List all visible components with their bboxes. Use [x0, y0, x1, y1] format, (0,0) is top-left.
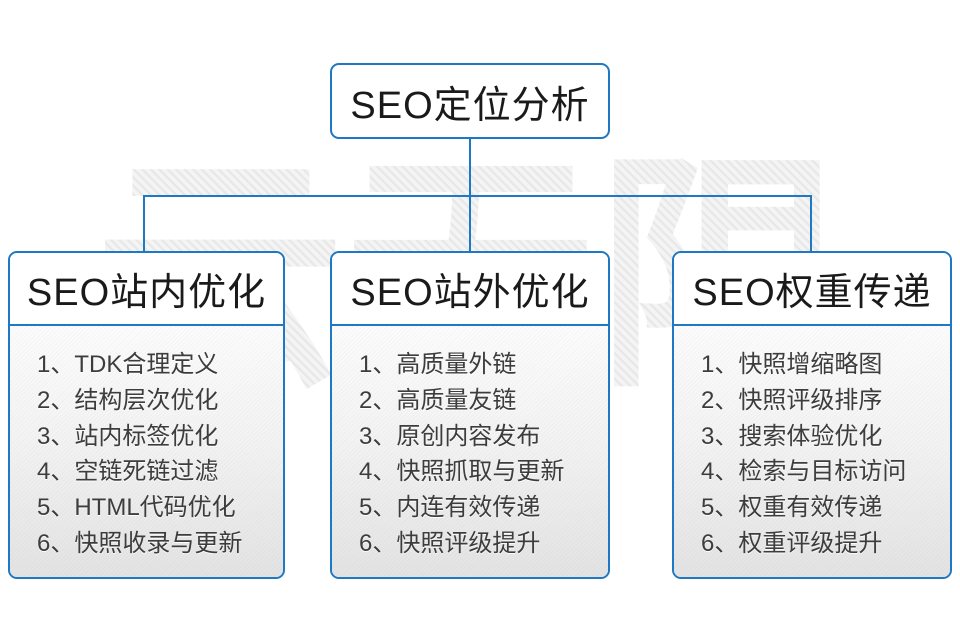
list-item: 6、快照收录与更新: [37, 529, 243, 557]
connector-horizontal-bar: [144, 195, 812, 197]
column-weight-title: SEO权重传递: [692, 272, 932, 314]
connector-drop-right: [810, 195, 812, 251]
column-offsite-list: 1、高质量外链 2、高质量友链 3、原创内容发布 4、快照抓取与更新 5、内连有…: [332, 326, 608, 577]
list-item: 4、快照抓取与更新: [359, 458, 565, 486]
list-item: 1、高质量外链: [359, 351, 517, 378]
connector-drop-middle: [469, 195, 471, 251]
column-weight-transfer: SEO权重传递 1、快照增缩略图 2、快照评级排序 3、搜索体验优化 4、检索与…: [672, 251, 952, 579]
list-item: 1、TDK合理定义: [37, 351, 219, 378]
list-item: 5、权重有效传递: [701, 494, 883, 522]
list-item: 5、内连有效传递: [359, 494, 541, 522]
list-item: 6、快照评级提升: [359, 529, 541, 557]
connector-root-stem: [469, 139, 471, 196]
connector-drop-left: [143, 195, 145, 251]
column-weight-header: SEO权重传递: [674, 253, 950, 326]
column-weight-list: 1、快照增缩略图 2、快照评级排序 3、搜索体验优化 4、检索与目标访问 5、权…: [674, 326, 950, 577]
column-onsite-list: 1、TDK合理定义 2、结构层次优化 3、站内标签优化 4、空链死链过滤 5、H…: [10, 326, 283, 577]
column-offsite-optimization: SEO站外优化 1、高质量外链 2、高质量友链 3、原创内容发布 4、快照抓取与…: [330, 251, 610, 579]
list-item: 3、搜索体验优化: [701, 422, 883, 450]
list-item: 5、HTML代码优化: [37, 494, 236, 522]
column-onsite-header: SEO站内优化: [10, 253, 283, 326]
root-node: SEO定位分析: [330, 63, 610, 139]
column-offsite-title: SEO站外优化: [350, 272, 590, 314]
list-item: 3、站内标签优化: [37, 422, 219, 450]
list-item: 3、原创内容发布: [359, 422, 541, 450]
column-onsite-title: SEO站内优化: [26, 272, 267, 314]
list-item: 6、权重评级提升: [701, 529, 883, 557]
column-offsite-header: SEO站外优化: [332, 253, 608, 326]
list-item: 1、快照增缩略图: [701, 351, 883, 378]
list-item: 4、空链死链过滤: [37, 458, 219, 486]
column-onsite-optimization: SEO站内优化 1、TDK合理定义 2、结构层次优化 3、站内标签优化 4、空链…: [8, 251, 285, 579]
list-item: 2、高质量友链: [359, 386, 517, 414]
list-item: 2、快照评级排序: [701, 386, 883, 414]
list-item: 2、结构层次优化: [37, 386, 219, 414]
root-node-title: SEO定位分析: [350, 84, 590, 127]
list-item: 4、检索与目标访问: [701, 458, 907, 486]
